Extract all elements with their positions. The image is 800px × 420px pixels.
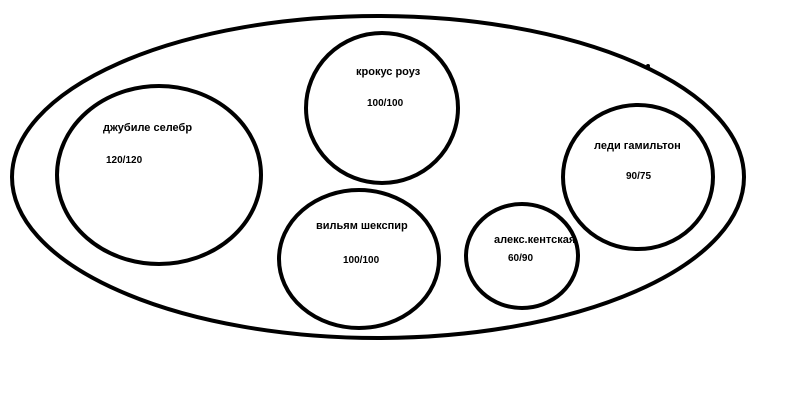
- circle-outline: [464, 202, 580, 310]
- rose-count-value: 100/100: [343, 255, 380, 266]
- circle-outline: [304, 31, 460, 185]
- rose-circle-crocus-rose: крокус роуз 100/100: [304, 31, 460, 185]
- rose-name-label: вильям шекспир: [316, 220, 408, 232]
- rose-name-label: алекс.кентская: [494, 234, 575, 246]
- rose-circle-jubilee-celebration: джубиле селебр 120/120: [55, 84, 263, 266]
- rose-circle-lady-emma-hamilton: леди гамильтон 90/75: [561, 103, 715, 251]
- rose-count-value: 90/75: [626, 171, 651, 182]
- rose-name-label: джубиле селебр: [103, 122, 192, 134]
- rose-circle-william-shakespeare: вильям шекспир 100/100: [277, 188, 441, 330]
- circle-outline: [277, 188, 441, 330]
- rose-name-label: крокус роуз: [356, 66, 421, 78]
- stray-dot-mark: [646, 64, 650, 68]
- rose-count-value: 60/90: [508, 253, 533, 264]
- rose-count-value: 100/100: [367, 98, 404, 109]
- circle-outline: [55, 84, 263, 266]
- circle-outline: [561, 103, 715, 251]
- rose-name-label: леди гамильтон: [594, 140, 681, 152]
- outer-bed-ellipse: [10, 14, 746, 340]
- rose-circle-princess-alexandra-of-kent: алекс.кентская 60/90: [464, 202, 580, 310]
- rose-count-value: 120/120: [106, 155, 143, 166]
